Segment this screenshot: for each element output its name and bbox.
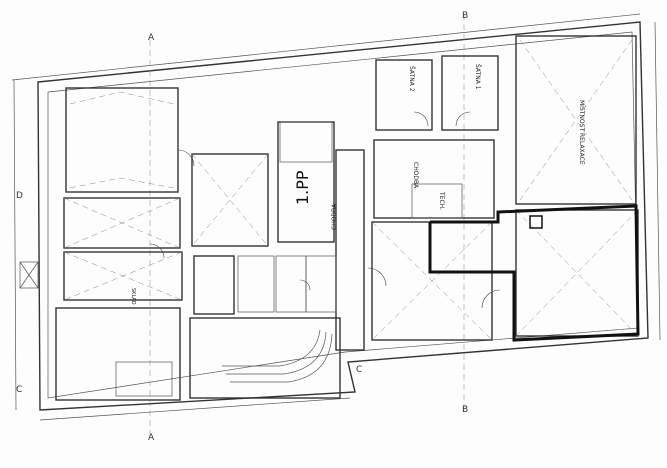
room-left-2 [63,197,181,249]
dimension-line-left [13,79,17,411]
building-outline [37,21,649,411]
inner-outline [47,31,639,399]
door-swing-5 [481,289,501,309]
section-marker-b-bottom: B [462,405,468,415]
room-label-satna-2: ŠATNA 2 [408,66,415,92]
room-left-3 [63,251,183,301]
door-swing-7 [299,279,311,291]
room-bottom-left-inner [115,361,173,397]
room-satna-1 [441,55,499,131]
room-label-satna-1: ŠATNA 1 [474,64,481,90]
highlighted-fixture [529,215,543,229]
room-chodba-right [373,139,495,219]
door-swing-6 [149,243,165,259]
floor-label: 1.PP [293,170,312,205]
dimension-line-bottom [39,397,351,421]
section-marker-c-mid: C [356,365,362,375]
corridor-mid [335,149,365,351]
stair-box-left-x2 [19,261,39,289]
room-label-chodba-mid: CHODBA [331,203,338,230]
room-center-left [191,153,269,247]
room-wc-3 [305,255,337,313]
section-marker-c-left: C [16,385,22,395]
room-lower-right-diag-2 [515,209,639,337]
stair-box-left [19,261,39,289]
room-wc-2 [275,255,307,313]
room-top-left-vault [69,91,175,105]
room-left-2-diag-2 [63,197,181,249]
dimension-line-top [11,13,641,81]
room-label-chodba-right: CHODBA [412,162,419,189]
door-swing-1 [177,149,195,167]
room-label-relax: MÍSTNOST RELAXACE [578,100,585,165]
section-marker-b-top: B [462,11,468,21]
dimension-line-right [654,21,661,341]
room-relax [515,35,637,205]
section-marker-a-top: A [148,33,155,43]
section-marker-a-bottom: A [148,433,155,443]
section-marker-d-left: D [16,191,23,201]
room-tech [411,183,463,219]
room-1pp-top [279,121,333,163]
room-lower-right [515,209,639,337]
room-label-sklad: SKLAD [130,288,136,305]
room-label-tech: TECH. [438,191,445,210]
room-top-left-vault-2 [69,177,175,189]
room-service [193,255,235,315]
room-lower-right-diag-1 [515,209,639,337]
door-swing-2 [413,111,429,127]
room-bottom-left [55,307,181,401]
room-top-left [65,87,179,193]
highlighted-boundary [428,204,640,342]
room-relax-diag-2 [519,39,633,201]
door-swing-4 [367,267,387,287]
room-left-3-diag-2 [63,251,183,301]
room-relax-diag-1 [519,39,633,201]
stair-hall [189,317,341,399]
spiral-stair [222,329,333,383]
door-swing-3 [455,111,471,127]
room-satna-2 [375,59,433,131]
room-wc-1 [237,255,275,313]
room-mid-right-diag-2 [371,221,493,341]
